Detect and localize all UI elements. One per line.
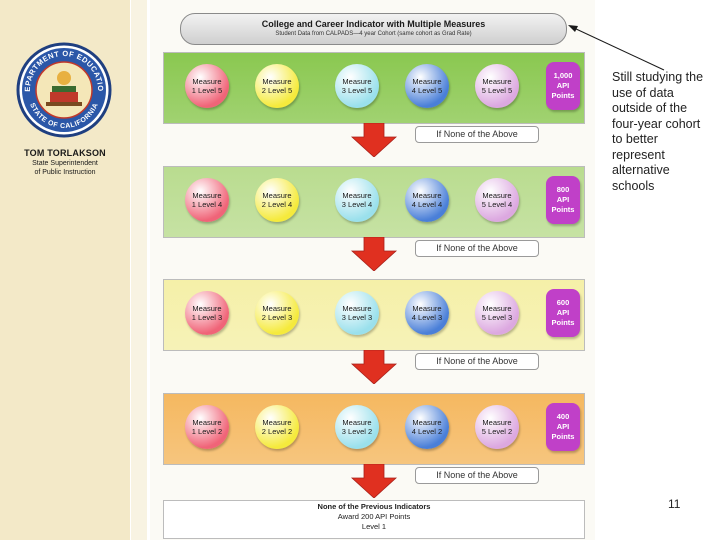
measure-label: Measure 1 Level 2	[191, 418, 223, 436]
api-points-line: 800	[556, 185, 570, 194]
down-arrow-icon	[350, 464, 398, 498]
api-points-line: 400	[556, 412, 570, 421]
down-arrow-shape	[350, 237, 398, 271]
api-points-line: 600	[556, 298, 570, 307]
measure-label: Measure 1 Level 5	[191, 77, 223, 95]
measure-label: Measure 3 Level 2	[341, 418, 373, 436]
down-arrow-icon	[350, 123, 398, 157]
measure-label: Measure 3 Level 5	[341, 77, 373, 95]
down-arrow-shape	[350, 123, 398, 157]
api-points-line: Points	[551, 205, 575, 214]
measure-circle: Measure 2 Level 3	[255, 291, 299, 335]
api-points-line: Points	[551, 318, 575, 327]
api-points-line: Points	[551, 91, 575, 100]
measure-circle: Measure 5 Level 3	[475, 291, 519, 335]
api-points-line: API	[556, 195, 570, 204]
measure-label: Measure 5 Level 3	[481, 304, 513, 322]
final-line-3: Level 1	[361, 522, 387, 531]
measure-label: Measure 5 Level 5	[481, 77, 513, 95]
api-points-line: API	[556, 81, 570, 90]
api-points-line: 1,000	[553, 71, 573, 80]
down-arrow-icon	[350, 350, 398, 384]
measure-circle: Measure 5 Level 5	[475, 64, 519, 108]
final-line-2: Award 200 API Points	[337, 512, 411, 521]
measure-label: Measure 4 Level 4	[411, 191, 443, 209]
measure-label: Measure 4 Level 2	[411, 418, 443, 436]
measure-label: Measure 2 Level 3	[261, 304, 293, 322]
api-points-line: API	[556, 308, 570, 317]
if-none-of-above-box: If None of the Above	[415, 126, 539, 143]
side-note: Still studying the use of data outside o…	[612, 70, 704, 193]
api-points-line: API	[556, 422, 570, 431]
diagram-subtitle: Student Data from CALPADS—4 year Cohort …	[275, 31, 472, 37]
api-points-line: Points	[551, 432, 575, 441]
down-arrow-shape	[350, 350, 398, 384]
measure-label: Measure 1 Level 4	[191, 191, 223, 209]
superintendent-title: State Superintendent of Public Instructi…	[0, 159, 130, 177]
measure-label: Measure 2 Level 4	[261, 191, 293, 209]
measure-circle: Measure 3 Level 5	[335, 64, 379, 108]
measure-circle: Measure 4 Level 5	[405, 64, 449, 108]
measure-label: Measure 1 Level 3	[191, 304, 223, 322]
measure-label: Measure 5 Level 4	[481, 191, 513, 209]
superintendent-title-line-2: of Public Instruction	[34, 169, 96, 176]
measure-circle: Measure 1 Level 3	[185, 291, 229, 335]
measure-circle: Measure 5 Level 4	[475, 178, 519, 222]
measure-label: Measure 5 Level 2	[481, 418, 513, 436]
measure-circle: Measure 4 Level 3	[405, 291, 449, 335]
down-arrow-shape	[350, 464, 398, 498]
measure-label: Measure 4 Level 3	[411, 304, 443, 322]
callout-pointer-line	[568, 25, 665, 71]
measure-circle: Measure 1 Level 2	[185, 405, 229, 449]
page-number: 11	[668, 497, 681, 511]
measure-circle: Measure 3 Level 3	[335, 291, 379, 335]
measure-label: Measure 4 Level 5	[411, 77, 443, 95]
superintendent-name: TOM TORLAKSON	[24, 148, 106, 158]
final-line-1: None of the Previous Indicators	[317, 502, 431, 511]
measure-circle: Measure 2 Level 4	[255, 178, 299, 222]
if-none-of-above-box: If None of the Above	[415, 467, 539, 484]
diagram-title: College and Career Indicator with Multip…	[261, 19, 486, 29]
measure-circle: Measure 4 Level 2	[405, 405, 449, 449]
measure-circle: Measure 1 Level 5	[185, 64, 229, 108]
measure-circle: Measure 5 Level 2	[475, 405, 519, 449]
measure-circle: Measure 3 Level 4	[335, 178, 379, 222]
down-arrow-icon	[350, 237, 398, 271]
diagram-title-box: College and Career Indicator with Multip…	[180, 13, 567, 45]
measure-circle: Measure 4 Level 4	[405, 178, 449, 222]
measure-label: Measure 2 Level 5	[261, 77, 293, 95]
measure-circle: Measure 2 Level 5	[255, 64, 299, 108]
if-none-of-above-box: If None of the Above	[415, 240, 539, 257]
final-level-box: None of the Previous Indicators Award 20…	[163, 500, 585, 539]
measure-label: Measure 2 Level 2	[261, 418, 293, 436]
superintendent-title-line-1: State Superintendent	[32, 160, 98, 167]
measure-circle: Measure 2 Level 2	[255, 405, 299, 449]
measure-label: Measure 3 Level 4	[341, 191, 373, 209]
if-none-of-above-box: If None of the Above	[415, 353, 539, 370]
measure-circle: Measure 1 Level 4	[185, 178, 229, 222]
measure-label: Measure 3 Level 3	[341, 304, 373, 322]
department-of-education-seal: DEPARTMENT OF EDUCATION STATE OF CALIFOR…	[16, 42, 112, 138]
slide-divider	[131, 0, 147, 540]
measure-circle: Measure 3 Level 2	[335, 405, 379, 449]
